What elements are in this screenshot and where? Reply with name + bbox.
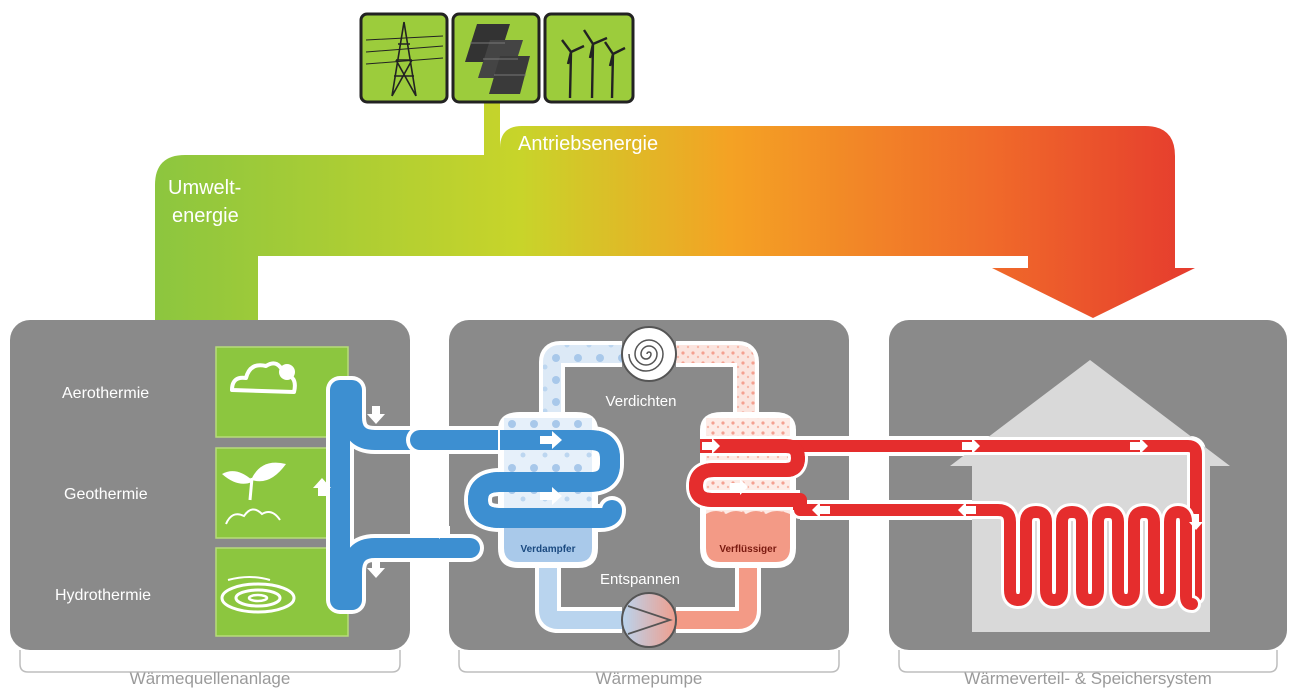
arrow-left-icon: [812, 502, 830, 518]
arrow-down-icon: [367, 560, 385, 578]
arrow-left-icon: [958, 502, 976, 518]
arrow-up-icon: [313, 478, 331, 496]
solar-panel-icon: [451, 12, 541, 104]
distribution-caption-bracket: [898, 650, 1278, 673]
drive-energy-label: Antriebsenergie: [518, 133, 658, 155]
refrigerant-circuit: [535, 341, 761, 633]
arrow-right-icon: [962, 438, 980, 454]
flow-arrows-red: [702, 438, 1203, 530]
env-energy-label-line2: energie: [172, 205, 239, 227]
compressor-icon: [621, 326, 677, 382]
arrow-right-icon: [540, 487, 562, 505]
expand-label: Entspannen: [600, 571, 680, 588]
pump-caption-bracket: [458, 650, 840, 673]
evaporator-label: Verdampfer: [520, 544, 575, 555]
arrow-down-icon: [367, 406, 385, 424]
energy-flow-band: [155, 100, 1195, 320]
compress-label: Verdichten: [606, 393, 677, 410]
label-hydrothermie: Hydrothermie: [55, 587, 151, 604]
floor-heating-pipe: [777, 437, 1205, 613]
power-pylon-icon: [359, 12, 449, 104]
condenser-coil: [689, 439, 807, 510]
label-aerothermie: Aerothermie: [62, 385, 149, 402]
expansion-valve-icon: [621, 592, 677, 648]
caption-distribution: Wärmeverteil- & Speichersystem: [964, 669, 1212, 688]
env-energy-label-line1: Umwelt-: [168, 177, 241, 199]
arrow-right-icon: [1130, 438, 1148, 454]
source-caption-bracket: [19, 650, 401, 673]
arrow-right-icon: [702, 438, 720, 454]
condenser-label: Verflüssiger: [719, 544, 776, 555]
caption-source: Wärmequellenanlage: [130, 669, 291, 688]
wind-turbine-icon: [543, 12, 635, 104]
arrow-right-icon: [540, 431, 562, 449]
evaporator-coil: [468, 430, 620, 528]
caption-pump: Wärmepumpe: [596, 669, 703, 688]
arrow-left-icon: [430, 521, 450, 539]
arrow-down-icon: [1189, 514, 1203, 530]
label-geothermie: Geothermie: [64, 486, 148, 503]
arrow-right-icon: [730, 479, 748, 495]
